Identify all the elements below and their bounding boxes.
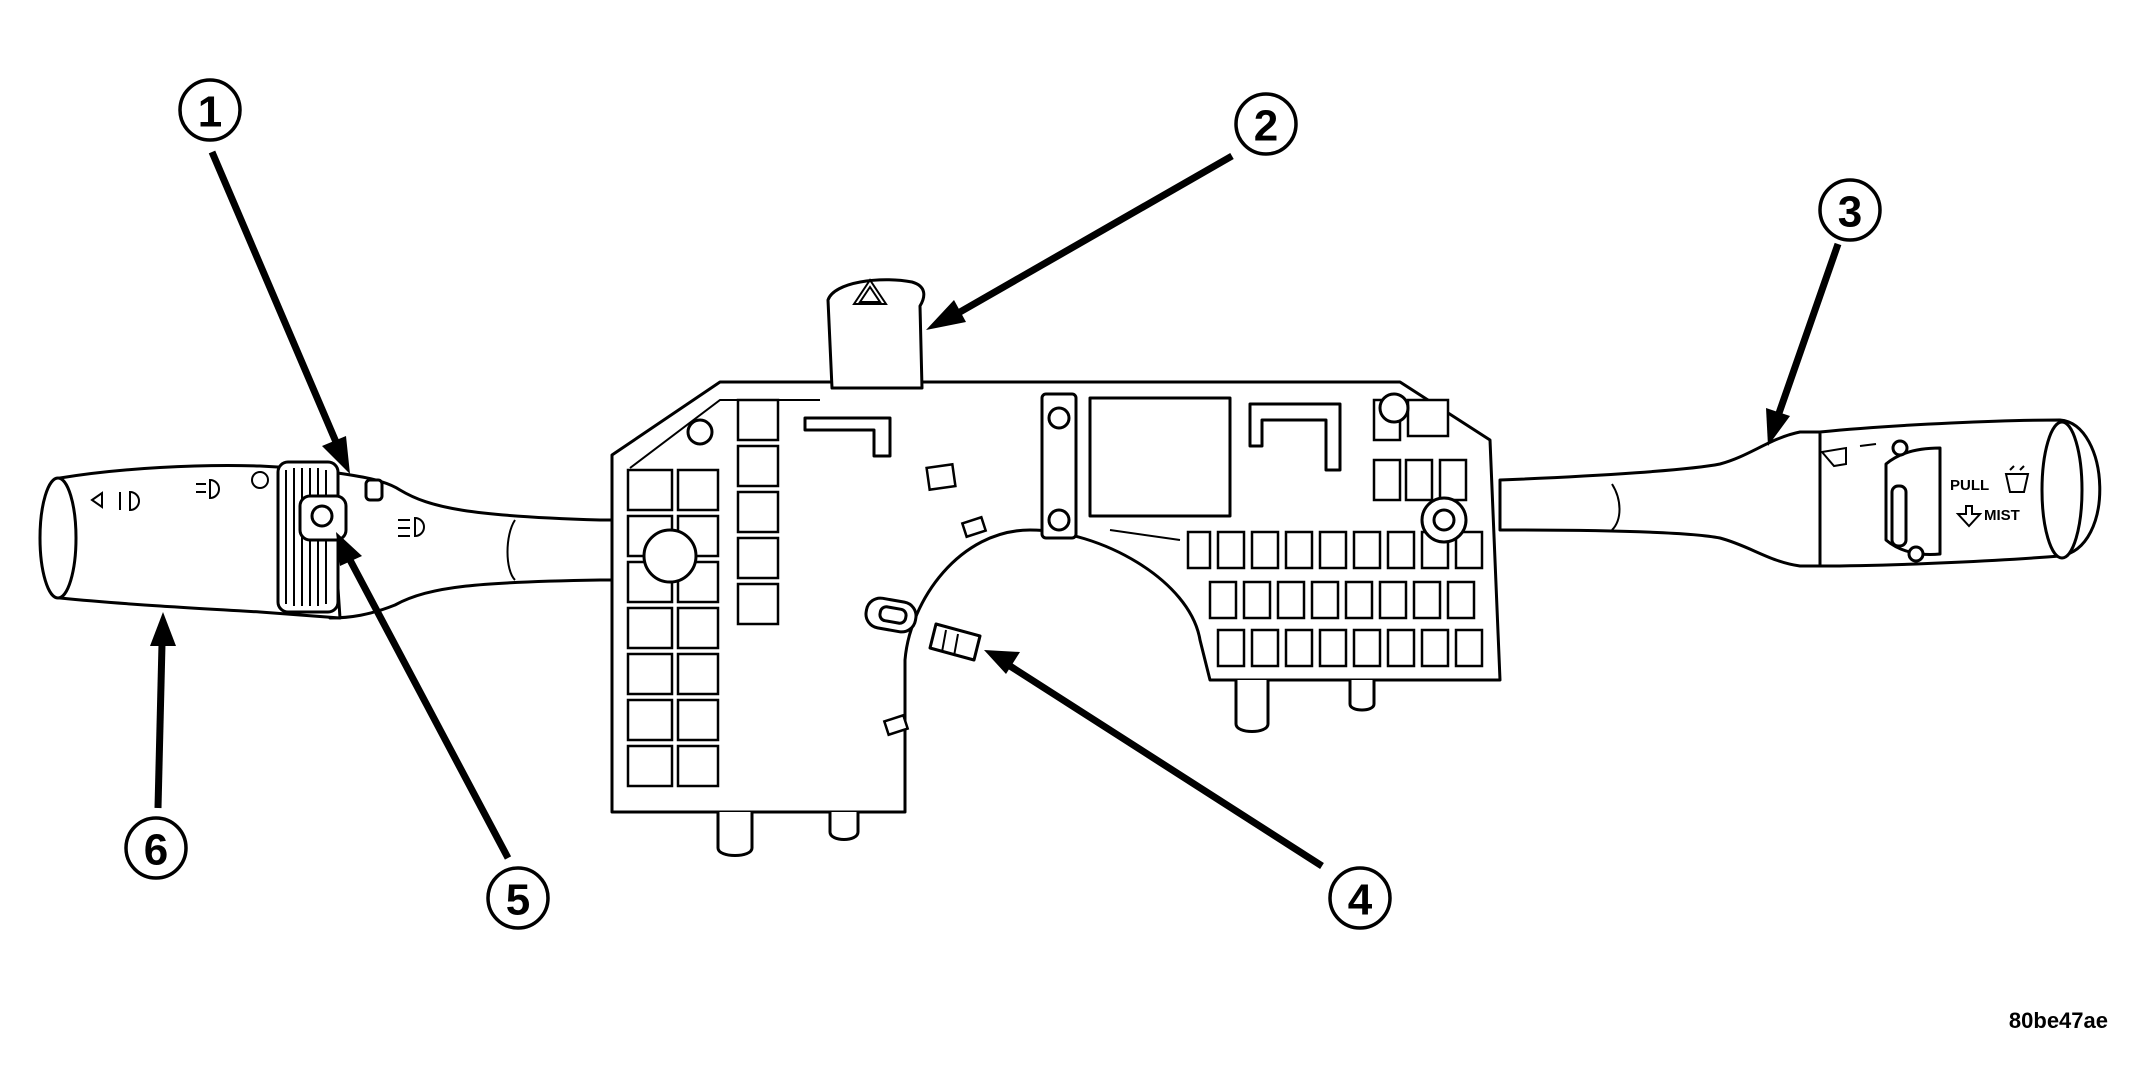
fog-lamp-icon: [90, 490, 140, 512]
parking-lamp-icon: [196, 478, 220, 500]
callout-number: 2: [1254, 102, 1278, 151]
callout-2: 2: [1234, 92, 1298, 156]
arrowhead-1: [322, 436, 350, 474]
arrowhead-6: [150, 612, 176, 646]
callout-number: 5: [506, 876, 530, 925]
leader-5: [346, 558, 512, 860]
right-stalk: PULL MIST: [1498, 418, 2102, 568]
callout-number: 1: [198, 88, 222, 137]
callout-6: 6: [124, 816, 188, 880]
low-beam-icon: [398, 516, 425, 538]
callout-number: 3: [1838, 188, 1862, 237]
right-stalk-shaft: [1498, 430, 1822, 568]
callout-number: 4: [1348, 876, 1373, 925]
mount-boss-left: [642, 528, 698, 584]
callout-circle: [1234, 92, 1298, 156]
wiper-icon: [1820, 443, 1877, 468]
switch-housing: [610, 278, 1502, 857]
mist-arrow-icon: [1955, 505, 1983, 528]
callout-number: 6: [144, 826, 168, 875]
left-knob-end-cap: [38, 476, 78, 600]
leader-2: [958, 152, 1234, 316]
leader-lines: [150, 150, 1842, 869]
clockspring-connector: [928, 622, 982, 662]
right-knob-end-cap: [2040, 420, 2084, 560]
washer-icon: [2004, 465, 2030, 493]
slide-switch: [864, 596, 918, 634]
leader-1: [208, 150, 340, 444]
callout-circle: [124, 816, 188, 880]
arrowhead-5: [336, 532, 362, 566]
callout-circle: [486, 866, 550, 930]
callout-circle: [1328, 866, 1392, 930]
stalk-button: [364, 478, 384, 502]
housing-right-grid: [1186, 398, 1484, 668]
bottom-pins: [716, 680, 1376, 857]
wiper-delay-slot: [1890, 484, 1908, 548]
callout-3: 3: [1818, 178, 1882, 242]
leader-3: [1774, 242, 1842, 418]
mount-hole-left: [686, 418, 714, 446]
arrowhead-4: [984, 650, 1020, 674]
pull-label: PULL: [1950, 477, 1989, 494]
housing-window: [1088, 396, 1232, 518]
housing-left-grid: [626, 398, 780, 788]
callout-1: 1: [178, 78, 242, 142]
left-stalk: [38, 460, 614, 620]
housing-rib: [1040, 392, 1078, 540]
callout-4: 4: [1328, 866, 1392, 930]
leader-6: [154, 643, 166, 809]
callout-5: 5: [486, 866, 550, 930]
callout-circle: [178, 78, 242, 142]
mount-hole-right-top: [1378, 392, 1410, 424]
mist-label: MIST: [1984, 507, 2020, 524]
headlamp-symbol-icon: [251, 471, 269, 489]
figure-id-label: 80be47ae: [2008, 1008, 2108, 1033]
callout-circle: [1818, 178, 1882, 242]
arrowhead-2: [926, 300, 966, 330]
hazard-switch: [826, 278, 926, 390]
leader-4: [1008, 663, 1324, 869]
arrowhead-3: [1766, 408, 1790, 446]
